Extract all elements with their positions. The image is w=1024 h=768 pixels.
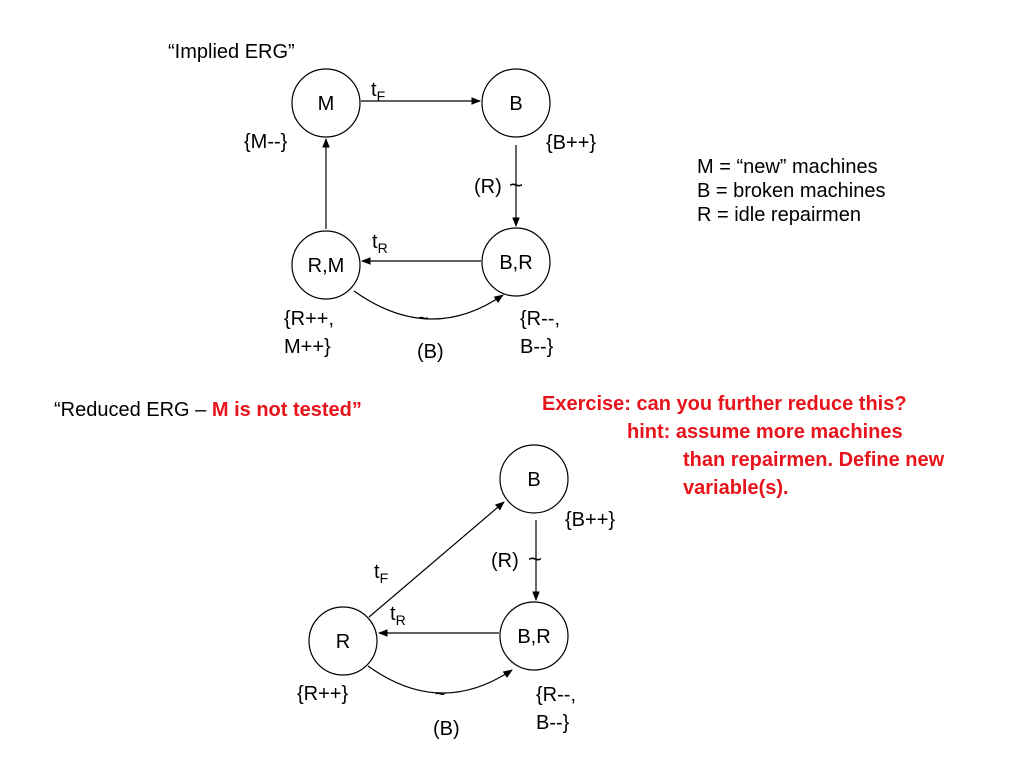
reduced-tilde-b: ~: [435, 684, 446, 704]
reduced-br-update-label-1: {R--,: [536, 684, 576, 706]
exercise-line-3: than repairmen. Define new: [683, 449, 945, 471]
node-b[interactable]: B: [481, 68, 551, 138]
reduced-r-update-label: {R++}: [297, 683, 348, 705]
reduced-node-b[interactable]: B: [499, 444, 569, 514]
exercise-line-1: Exercise: can you further reduce this?: [542, 393, 907, 415]
reduced-tr-label: tR: [390, 603, 406, 628]
node-rm-label: R,M: [308, 255, 345, 277]
reduced-node-r-label: R: [336, 631, 350, 653]
node-br[interactable]: B,R: [481, 227, 551, 297]
implied-cond-r-label: (R): [474, 176, 502, 198]
br-update-label-1: {R--,: [520, 308, 560, 330]
reduced-erg-title: “Reduced ERG – M is not tested”: [54, 399, 362, 421]
reduced-node-br[interactable]: B,R: [499, 601, 569, 671]
node-rm[interactable]: R,M: [291, 230, 361, 300]
exercise-line-2: hint: assume more machines: [627, 421, 903, 443]
reduced-edge-r-to-br-curve[interactable]: [367, 665, 513, 694]
implied-erg-title: “Implied ERG”: [168, 41, 295, 63]
implied-tr-label: tR: [372, 231, 388, 256]
variable-legend: M = “new” machines B = broken machines R…: [697, 155, 885, 227]
reduced-tilde-r: ~: [528, 546, 542, 573]
implied-tilde-r: ~: [509, 172, 523, 199]
reduced-b-update-label: {B++}: [565, 509, 615, 531]
rm-update-label-2: M++}: [284, 336, 331, 358]
exercise-line-4: variable(s).: [683, 477, 789, 499]
reduced-cond-b-label: (B): [433, 718, 460, 740]
node-m[interactable]: M: [291, 68, 361, 138]
rm-update-label-1: {R++,: [284, 308, 334, 330]
legend-item-m: M = “new” machines: [697, 156, 878, 178]
b-update-label: {B++}: [546, 132, 596, 154]
reduced-node-b-label: B: [527, 469, 540, 491]
implied-cond-b-label: (B): [417, 341, 444, 363]
br-update-label-2: B--}: [520, 336, 554, 358]
reduced-node-r[interactable]: R: [308, 606, 378, 676]
node-b-label: B: [509, 93, 522, 115]
reduced-br-update-label-2: B--}: [536, 712, 570, 734]
implied-tilde-b: ~: [418, 308, 429, 328]
m-update-label: {M--}: [244, 131, 288, 153]
reduced-tf-label: tF: [374, 561, 388, 586]
implied-tf-label: tF: [371, 79, 385, 104]
legend-item-r: R = idle repairmen: [697, 204, 861, 226]
legend-item-b: B = broken machines: [697, 180, 886, 202]
node-br-label: B,R: [499, 252, 532, 274]
reduced-edge-r-to-b[interactable]: [368, 501, 505, 618]
node-m-label: M: [318, 93, 335, 115]
edge-rm-to-br-curve[interactable]: [353, 290, 504, 320]
reduced-node-br-label: B,R: [517, 626, 550, 648]
reduced-cond-r-label: (R): [491, 550, 519, 572]
